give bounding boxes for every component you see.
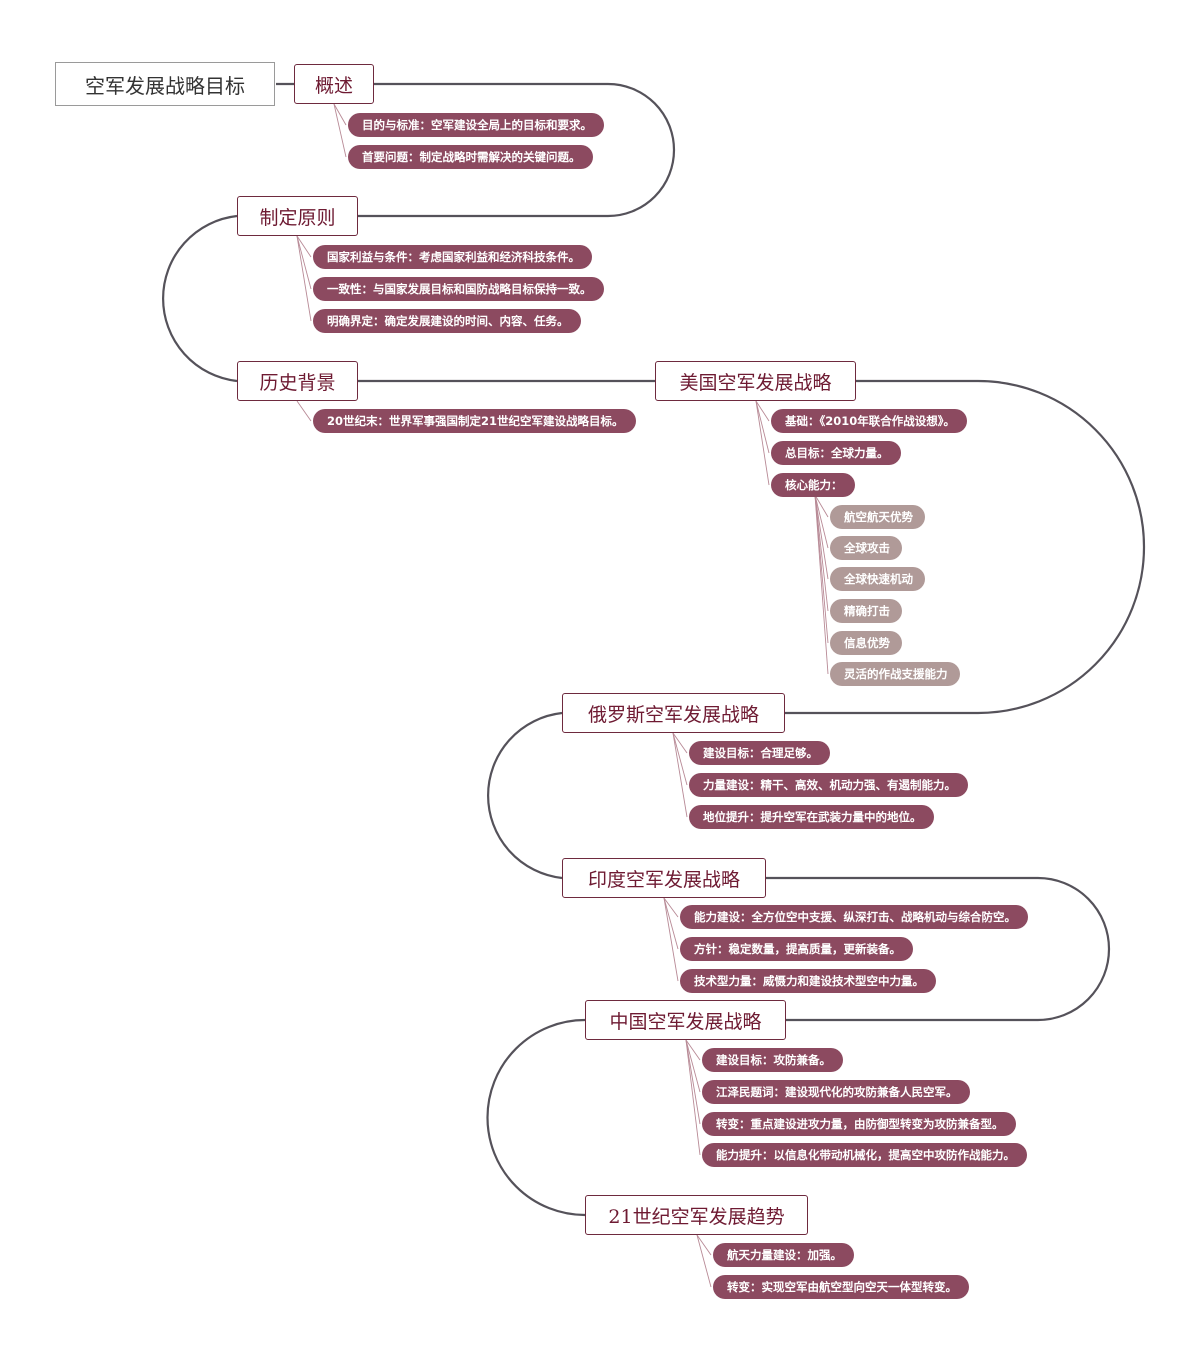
- topic-china[interactable]: 中国空军发展战略: [585, 1000, 786, 1040]
- connector-principles-history: [161, 214, 238, 383]
- branch-line: [814, 494, 829, 580]
- usa-core-2[interactable]: 全球攻击: [830, 536, 902, 560]
- topic-principles[interactable]: 制定原则: [237, 196, 358, 236]
- branch-line: [296, 235, 312, 290]
- branch-line: [755, 400, 770, 454]
- branch-line: [296, 400, 312, 422]
- usa-item-1[interactable]: 基础：《2010年联合作战设想》。: [771, 409, 968, 433]
- china-item-4[interactable]: 能力提升：以信息化带动机械化，提高空中攻防作战能力。: [702, 1143, 1027, 1167]
- branch-line: [672, 732, 688, 818]
- connector-russia-india: [486, 711, 563, 880]
- russia-item-3[interactable]: 地位提升：提升空军在武装力量中的地位。: [689, 805, 934, 829]
- principles-item-1[interactable]: 国家利益与条件：考虑国家利益和经济科技条件。: [313, 245, 592, 269]
- connector-overview-principles: [358, 82, 676, 218]
- main-connector-curve: [161, 82, 1146, 1217]
- branch-line: [755, 400, 770, 422]
- branch-line: [663, 897, 679, 950]
- overview-item-2[interactable]: 首要问题：制定战略时需解决的关键问题。: [348, 145, 593, 169]
- usa-core-1[interactable]: 航空航天优势: [830, 505, 925, 529]
- branch-line: [663, 897, 679, 982]
- branch-line: [696, 1234, 712, 1256]
- india-item-1[interactable]: 能力建设：全方位空中支援、纵深打击、战略机动与综合防空。: [680, 905, 1028, 929]
- branch-line: [685, 1039, 701, 1156]
- branch-line: [685, 1039, 701, 1061]
- india-item-2[interactable]: 方针：稳定数量，提高质量，更新装备。: [680, 937, 913, 961]
- branch-lines: [296, 103, 829, 1288]
- branch-line: [296, 235, 312, 258]
- usa-item-2[interactable]: 总目标：全球力量。: [771, 441, 901, 465]
- principles-item-2[interactable]: 一致性：与国家发展目标和国防战略目标保持一致。: [313, 277, 604, 301]
- trend-item-2[interactable]: 转变：实现空军由航空型向空天一体型转变。: [713, 1275, 969, 1299]
- branch-line: [755, 400, 770, 486]
- branch-line: [333, 103, 347, 158]
- branch-line: [814, 494, 829, 675]
- branch-line: [814, 494, 829, 612]
- topic-usa[interactable]: 美国空军发展战略: [655, 361, 856, 401]
- connector-china-trend: [486, 1018, 586, 1217]
- usa-core-3[interactable]: 全球快速机动: [830, 567, 925, 591]
- branch-line: [814, 494, 829, 549]
- topic-india[interactable]: 印度空军发展战略: [562, 858, 766, 898]
- branch-line: [685, 1039, 701, 1125]
- russia-item-1[interactable]: 建设目标：合理足够。: [689, 741, 830, 765]
- china-item-3[interactable]: 转变：重点建设进攻力量，由防御型转变为攻防兼备型。: [702, 1112, 1016, 1136]
- connector-india-china: [766, 876, 1111, 1022]
- usa-core-4[interactable]: 精确打击: [830, 599, 902, 623]
- principles-item-3[interactable]: 明确界定：确定发展建设的时间、内容、任务。: [313, 309, 581, 333]
- root-node[interactable]: 空军发展战略目标: [55, 62, 275, 106]
- branch-line: [663, 897, 679, 918]
- usa-item-3[interactable]: 核心能力：: [771, 473, 855, 497]
- history-item-1[interactable]: 20世纪末：世界军事强国制定21世纪空军建设战略目标。: [313, 409, 636, 433]
- topic-trend[interactable]: 21世纪空军发展趋势: [585, 1195, 808, 1235]
- usa-core-6[interactable]: 灵活的作战支援能力: [830, 662, 960, 686]
- topic-history[interactable]: 历史背景: [237, 361, 358, 401]
- russia-item-2[interactable]: 力量建设：精干、高效、机动力强、有遏制能力。: [689, 773, 968, 797]
- topic-overview[interactable]: 概述: [294, 64, 374, 104]
- branch-line: [333, 103, 347, 126]
- branch-line: [672, 732, 688, 786]
- china-item-1[interactable]: 建设目标：攻防兼备。: [702, 1048, 843, 1072]
- connector-usa-russia: [785, 379, 1146, 715]
- branch-line: [672, 732, 688, 754]
- trend-item-1[interactable]: 航天力量建设：加强。: [713, 1243, 854, 1267]
- branch-line: [696, 1234, 712, 1288]
- branch-line: [296, 235, 312, 322]
- overview-item-1[interactable]: 目的与标准：空军建设全局上的目标和要求。: [348, 113, 604, 137]
- china-item-2[interactable]: 江泽民题词：建设现代化的攻防兼备人民空军。: [702, 1080, 970, 1104]
- india-item-3[interactable]: 技术型力量：威慑力和建设技术型空中力量。: [680, 969, 936, 993]
- topic-russia[interactable]: 俄罗斯空军发展战略: [562, 693, 785, 733]
- branch-line: [814, 494, 829, 518]
- branch-line: [685, 1039, 701, 1093]
- usa-core-5[interactable]: 信息优势: [830, 631, 902, 655]
